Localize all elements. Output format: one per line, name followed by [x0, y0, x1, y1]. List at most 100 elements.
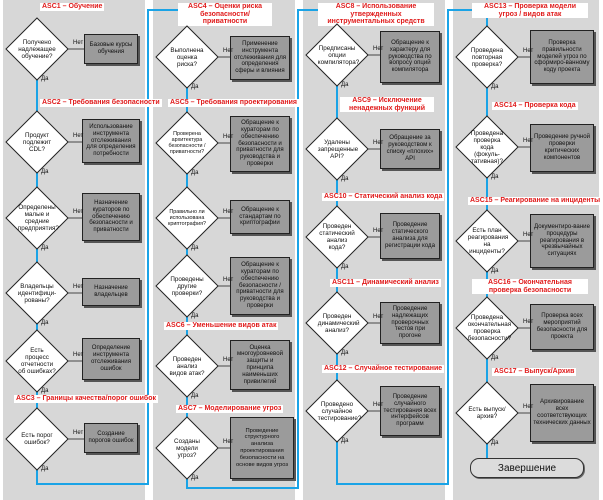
- yes-label: Да: [491, 440, 499, 446]
- decision-banned-apis: Удалены запрещенные API?: [305, 117, 369, 181]
- decision-label: Проведен статический анализ кода?: [319, 223, 355, 251]
- action-curators-review: Обращение к кураторам по обеспечению без…: [230, 257, 290, 315]
- decision-label: Есть порог ошибок?: [21, 432, 53, 446]
- no-label: Нет: [73, 40, 84, 46]
- action-structural-analysis: Проведение структурного анализа проектир…: [230, 417, 294, 479]
- decision-training: Получено надлежащее обучение?: [5, 17, 69, 81]
- decision-label: Проверена архитектура безопасности / при…: [168, 131, 206, 155]
- header-asc5: ASC5 – Требования проектирования: [168, 99, 299, 107]
- decision-release-archive: Есть выпуск/архив?: [455, 381, 519, 445]
- no-label: Нет: [73, 352, 84, 358]
- no-label: Нет: [73, 430, 84, 436]
- decision-label: Есть процесс отчетности об ошибках?: [18, 347, 56, 375]
- decision-label: Проведены другие проверки?: [170, 275, 204, 297]
- yes-label: Да: [491, 268, 499, 274]
- no-label: Нет: [523, 319, 534, 325]
- action-fuzz-testing: Проведение случайного тестирования всех …: [380, 386, 440, 436]
- decision-label: Проведено случайное тестирование?: [317, 400, 362, 422]
- decision-label: Есть выпуск/архив?: [468, 406, 506, 420]
- header-asc3: ASC3 – Границы качества/порог ошибок: [14, 395, 158, 403]
- decision-other-checks: Проведены другие проверки?: [155, 254, 219, 318]
- decision-enterprises: Определены малые и средние предприятия?: [5, 186, 69, 250]
- decision-bug-threshold: Есть порог ошибок?: [5, 407, 69, 471]
- no-label: Нет: [373, 140, 384, 146]
- decision-risk-assessment: Выполнена оценка риска?: [155, 25, 219, 89]
- yes-label: Да: [191, 84, 199, 90]
- decision-label: Получено надлежащее обучение?: [18, 38, 56, 60]
- no-label: Нет: [373, 314, 384, 320]
- decision-label: Продукт подлежит CDL?: [22, 131, 52, 153]
- decision-label: Удалены запрещенные API?: [317, 138, 359, 160]
- header-asc11: ASC11 – Динамический анализ: [330, 279, 441, 287]
- no-label: Нет: [223, 357, 234, 363]
- no-label: Нет: [373, 402, 384, 408]
- no-label: Нет: [523, 138, 534, 144]
- header-asc16: ASC16 – Окончательная проверка безопасно…: [472, 279, 588, 294]
- yes-label: Да: [191, 245, 199, 251]
- action-crypto-standards: Обращение к стандартам по криптографии: [230, 200, 290, 234]
- decision-repeat-review: Проведена повторная проверка?: [455, 25, 519, 89]
- action-bad-api-list: Обращение за руководством к списку «плох…: [380, 129, 440, 169]
- action-runtime-tests: Проведение надлежащих проверочных тестов…: [380, 302, 440, 344]
- header-asc10: ASC10 – Статический анализ кода: [322, 193, 445, 201]
- decision-cdl: Продукт подлежит CDL?: [5, 110, 69, 174]
- decision-fuzz-testing: Проведено случайное тестирование?: [305, 379, 369, 443]
- yes-label: Да: [41, 76, 49, 82]
- decision-bug-reporting: Есть процесс отчетности об ошибках?: [5, 329, 69, 393]
- yes-label: Да: [41, 245, 49, 251]
- action-emergency-procedures: Документиро-вание процедуры реагирования…: [530, 214, 594, 268]
- action-basic-courses: Базовые курсы обучения: [84, 34, 138, 64]
- yes-label: Да: [341, 350, 349, 356]
- yes-label: Да: [341, 82, 349, 88]
- header-asc2: ASC2 – Требования безопасности: [40, 99, 162, 107]
- no-label: Нет: [223, 134, 234, 140]
- decision-threat-models: Созданы модели угроз?: [155, 416, 219, 480]
- yes-label: Да: [341, 264, 349, 270]
- decision-owners: Владельцы идентифици-рованы?: [5, 261, 69, 325]
- decision-label: Проведен динамический анализ?: [317, 312, 360, 334]
- decision-label: Владельцы идентифици-рованы?: [17, 282, 57, 304]
- header-asc15: ASC15 – Реагирование на инциденты: [468, 197, 603, 205]
- yes-label: Да: [491, 174, 499, 180]
- action-defense-depth: Оценка многоуровневой защиты и принципа …: [230, 340, 290, 390]
- action-compiler-guidance: Обращение к характеру для руководства по…: [380, 31, 440, 83]
- decision-code-review: Проведена проверка кода (фокуль-тативная…: [455, 115, 519, 179]
- yes-label: Да: [41, 466, 49, 472]
- no-label: Нет: [73, 133, 84, 139]
- yes-label: Да: [191, 393, 199, 399]
- header-asc7: ASC7 – Моделирование угроз: [176, 405, 284, 413]
- header-asc17: ASC17 – Выпуск/Архив: [492, 368, 577, 376]
- action-bug-tracking: Определение инструмента отслеживания оши…: [82, 338, 140, 380]
- no-label: Нет: [223, 209, 234, 215]
- yes-label: Да: [491, 84, 499, 90]
- action-scope-impact: Применение инструмента отслеживания для …: [230, 36, 290, 80]
- decision-label: Есть план реагирования на инциденты?: [467, 227, 509, 255]
- yes-label: Да: [191, 313, 199, 319]
- decision-label: Предписаны опции компилятора?: [317, 44, 360, 66]
- yes-label: Да: [41, 169, 49, 175]
- no-label: Нет: [523, 232, 534, 238]
- no-label: Нет: [223, 48, 234, 54]
- decision-static-analysis: Проведен статический анализ кода?: [305, 205, 369, 269]
- action-assign-curators: Назначение кураторов по обеспечению безо…: [82, 193, 140, 241]
- action-verify-all-measures: Проверка всех мероприятий безопасности д…: [530, 304, 594, 350]
- action-create-thresholds: Создание порогов ошибок: [84, 423, 138, 453]
- action-static-analysis: Проведение статического анализа для реги…: [380, 213, 440, 259]
- decision-compiler-options: Предписаны опции компилятора?: [305, 23, 369, 87]
- yes-label: Да: [341, 438, 349, 444]
- action-verify-threat-models: Проверка правильности моделей угроз по с…: [530, 30, 594, 84]
- header-asc8: ASC8 – Использование утвержденных инстру…: [318, 3, 434, 26]
- header-asc9: ASC9 – Исключение ненадежных функций: [340, 97, 434, 112]
- header-asc14: ASC14 – Проверка кода: [492, 102, 578, 110]
- no-label: Нет: [373, 228, 384, 234]
- action-manual-review: Проведение ручной проверки критических к…: [530, 124, 594, 172]
- decision-label: Проведена проверка кода (фокуль-тативная…: [470, 129, 504, 165]
- action-tracking-tool: Использование инструмента отслеживания д…: [82, 119, 140, 163]
- no-label: Нет: [223, 439, 234, 445]
- end-terminator: Завершение: [470, 458, 584, 478]
- header-asc13: ASC13 – Проверка модели угроз / видов ат…: [472, 3, 588, 18]
- decision-dynamic-analysis: Проведен динамический анализ?: [305, 291, 369, 355]
- yes-label: Да: [491, 355, 499, 361]
- decision-incident-plan: Есть план реагирования на инциденты?: [455, 209, 519, 273]
